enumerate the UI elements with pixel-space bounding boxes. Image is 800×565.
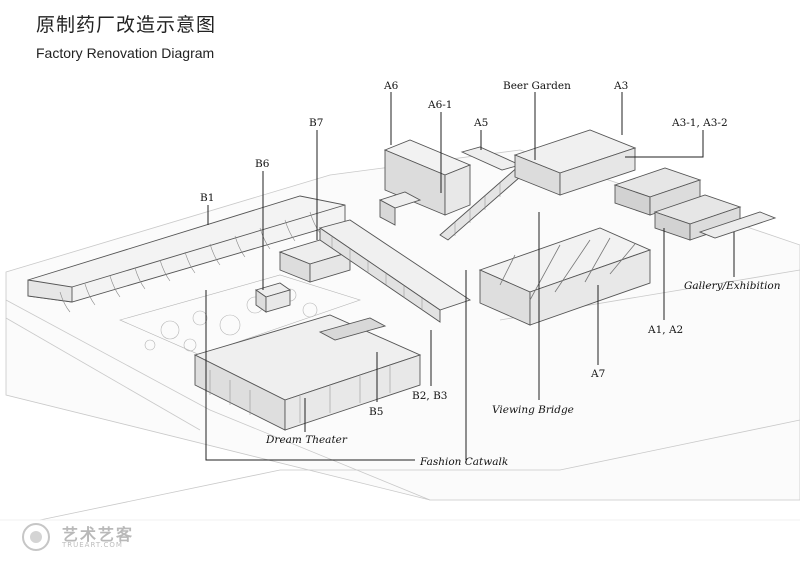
- label-a1-a2: A1, A2: [647, 324, 683, 336]
- building-b5: [193, 314, 422, 431]
- building-a3: [513, 129, 637, 196]
- label-beer-garden: Beer Garden: [503, 80, 571, 92]
- label-b7: B7: [309, 117, 323, 129]
- label-b5: B5: [369, 406, 383, 418]
- building-b2-b3: [318, 219, 472, 323]
- label-viewing-bridge: Viewing Bridge: [492, 404, 574, 416]
- label-a3-1-a3-2: A3-1, A3-2: [671, 117, 728, 129]
- watermark-logo-icon: [22, 523, 50, 551]
- label-fashion-catwalk: Fashion Catwalk: [419, 456, 508, 468]
- label-b6: B6: [255, 158, 270, 170]
- label-dream-theater: Dream Theater: [265, 434, 348, 446]
- title-chinese: 原制药厂改造示意图: [36, 14, 217, 36]
- leader-lines: [205, 92, 735, 461]
- watermark-text: 艺术艺客: [62, 525, 135, 544]
- building-b1: [27, 195, 346, 313]
- label-a5: A5: [473, 117, 488, 129]
- building-b6: [254, 282, 292, 313]
- building-a3-1-a3-2: [613, 167, 777, 241]
- label-gallery-exhibition: Gallery/Exhibition: [684, 280, 781, 292]
- building-labels: A6 A6-1 A5 Beer Garden A3 A3-1, A3-2 B7 …: [200, 80, 781, 468]
- label-a6-1: A6-1: [427, 99, 453, 111]
- title-english: Factory Renovation Diagram: [36, 45, 215, 61]
- label-b2-b3: B2, B3: [412, 390, 447, 402]
- courtyard-garden: [119, 274, 361, 356]
- watermark-subtext: TRUEART.COM: [62, 541, 123, 549]
- building-a7: [478, 227, 652, 326]
- label-a7: A7: [590, 368, 605, 380]
- label-b1: B1: [200, 192, 214, 204]
- label-a6: A6: [383, 80, 399, 92]
- label-a3: A3: [613, 80, 628, 92]
- building-a6: [378, 139, 472, 226]
